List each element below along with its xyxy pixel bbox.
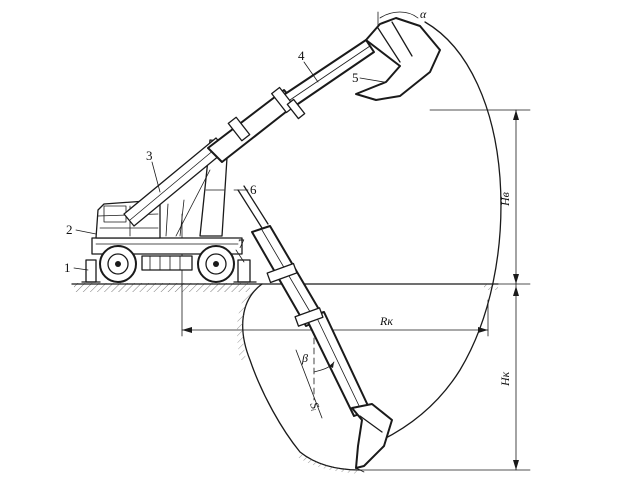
- callout-5: 5: [352, 70, 385, 85]
- callout-6: 6: [233, 182, 257, 197]
- angle-beta-label: β: [301, 351, 308, 365]
- callout-3: 3: [146, 148, 161, 193]
- callout-5-label: 5: [352, 70, 359, 85]
- callout-4: 4: [298, 48, 319, 83]
- trench-profile: [237, 283, 361, 474]
- callout-6-label: 6: [250, 182, 257, 197]
- callout-2-label: 2: [66, 222, 73, 237]
- callout-7-label: 7: [238, 236, 245, 251]
- callout-1-label: 1: [64, 260, 71, 275]
- dimension-h-upper: Hв: [429, 109, 531, 285]
- lower-bucket: [351, 403, 393, 473]
- callout-1: 1: [64, 260, 89, 275]
- angle-beta-marker: β: [301, 337, 335, 401]
- callout-2: 2: [66, 222, 97, 237]
- upper-bucket: α: [355, 7, 441, 101]
- angle-alpha-label: α: [420, 7, 427, 21]
- stroke-si-marker: Sᵢ: [295, 349, 323, 419]
- excavator-chassis: [81, 237, 257, 283]
- callout-3-label: 3: [146, 148, 153, 163]
- stroke-si-label: Sᵢ: [307, 400, 323, 412]
- dimension-h-lower: Hк: [359, 283, 531, 471]
- lower-arm: [237, 185, 371, 417]
- h-lower-label: Hк: [498, 371, 512, 387]
- r-reach-label: Rк: [379, 314, 393, 328]
- telescopic-boom: [207, 39, 375, 163]
- callout-4-label: 4: [298, 48, 305, 63]
- callout-7: 7: [235, 236, 245, 263]
- h-upper-label: Hв: [498, 192, 512, 207]
- dimension-r-reach: Rк: [181, 213, 489, 337]
